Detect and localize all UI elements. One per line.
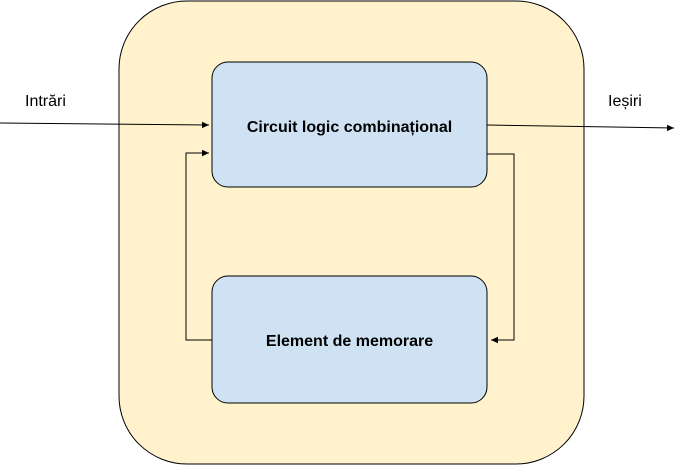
combinational-circuit-label: Circuit logic combinațional [247, 119, 452, 136]
memory-element-label: Element de memorare [266, 333, 433, 350]
inputs-label: Intrări [25, 93, 66, 110]
combinational-to-memory-arrow [487, 153, 515, 344]
memory-to-combinational-arrow [185, 149, 212, 341]
output-arrow [486, 124, 675, 132]
combinational-circuit-block [211, 61, 488, 188]
outputs-label: Ieșiri [608, 93, 642, 110]
input-arrow [0, 121, 210, 129]
